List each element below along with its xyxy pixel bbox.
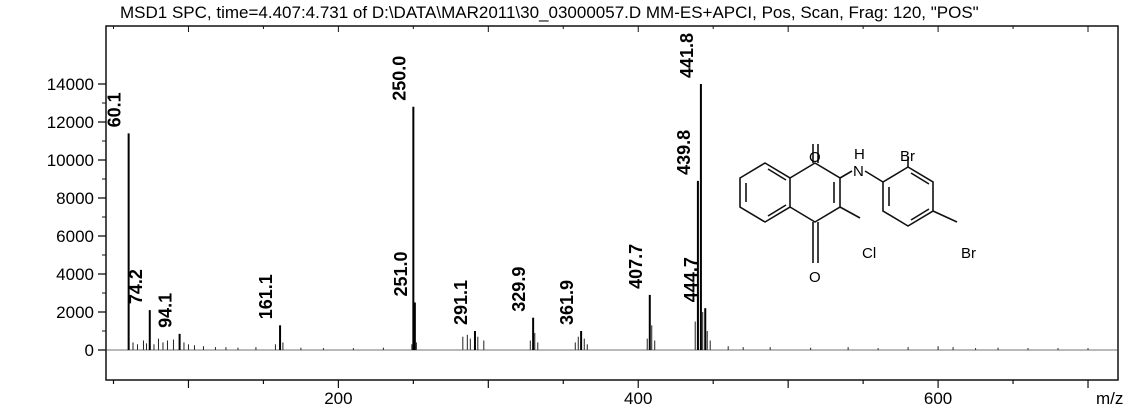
x-axis: 200 400 600 [112,26,1089,408]
peak-label: 74.2 [126,269,146,304]
peak-label: 94.1 [156,293,176,328]
peak-label: 361.9 [557,280,577,325]
ring-double-bond [910,172,930,185]
chemical-structure [739,144,958,263]
plot-border [105,25,1119,381]
y-tick-label: 4000 [56,265,94,284]
quinone-ring [789,162,841,223]
y-tick-label: 12000 [47,113,94,132]
y-tick-label: 6000 [56,227,94,246]
peak-label: 60.1 [105,92,125,127]
atom-br-right: Br [961,245,976,262]
x-tick-label: 600 [924,389,952,408]
c-br-bond [932,210,958,223]
atom-h: H [854,146,865,163]
ring-double-bond [767,204,787,217]
y-tick-label: 0 [85,341,94,360]
peak-label: 291.1 [451,280,471,325]
peak-label: 439.8 [674,130,694,175]
atom-o-top: O [809,149,821,166]
atom-cl: Cl [862,245,876,262]
ring-double-bond [910,208,930,221]
ring-double-bond [767,168,787,181]
peak-label: 161.1 [256,274,276,319]
peak-labels: 60.1 74.2 94.1 161.1 250.0 251.0 291.1 329.9 361… [105,33,702,328]
y-axis: 0 2000 4000 6000 8000 10000 12000 14000 [47,75,106,360]
c-n-bond [839,170,853,179]
atom-n: N [853,163,864,180]
peak-label: 329.9 [509,267,529,312]
x-tick-label: 200 [324,389,352,408]
plot-frame [105,25,1119,381]
y-tick-label: 8000 [56,189,94,208]
atom-br-top: Br [900,148,915,165]
n-c-bond [864,170,884,183]
y-tick-label: 2000 [56,303,94,322]
y-tick-label: 10000 [47,151,94,170]
chart-title: MSD1 SPC, time=4.407:4.731 of D:\DATA\MA… [120,3,979,22]
peak-label: 444.7 [681,257,701,302]
x-tick-label: 400 [624,389,652,408]
c-cl-bond [839,206,861,219]
y-tick-label: 14000 [47,75,94,94]
peak-label: 441.8 [677,33,697,78]
atom-o-bottom: O [809,269,821,286]
major-peaks [127,84,707,350]
peak-label: 407.7 [626,244,646,289]
peak-label: 251.0 [391,251,411,296]
peak-label: 250.0 [389,56,409,101]
x-axis-label: m/z [1096,389,1123,408]
